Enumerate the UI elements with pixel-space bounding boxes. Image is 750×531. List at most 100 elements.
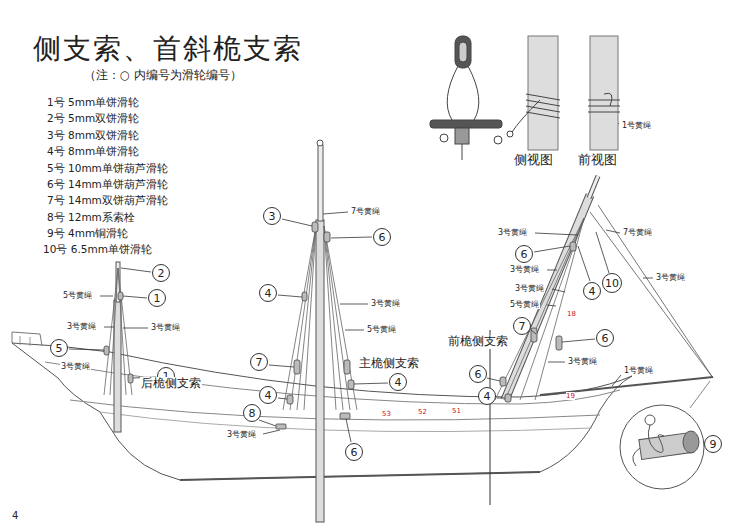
masts-part xyxy=(490,330,491,505)
block-detail-part xyxy=(440,134,448,142)
leader-lines-part xyxy=(606,230,620,233)
rope-label: 3号黄绳 xyxy=(66,322,97,331)
rope-label: 7号黄绳 xyxy=(350,207,381,216)
rope-label: 3号黄绳 xyxy=(60,362,91,371)
shrouds-part xyxy=(324,226,357,410)
leader-lines-part xyxy=(497,398,505,399)
mast-label: 前桅侧支索 xyxy=(447,335,509,349)
shrouds-part xyxy=(495,218,584,400)
part-number: 19 xyxy=(566,392,575,400)
view-caption: 侧视图 xyxy=(514,153,553,168)
hull-part xyxy=(45,362,620,404)
bowsprit-detail-part xyxy=(620,405,704,489)
leader-lines-part xyxy=(340,304,368,305)
hull-part xyxy=(180,472,540,480)
legend-item: 8号 12mm系索栓 xyxy=(47,211,135,223)
pole-views xyxy=(507,36,620,150)
blocks-part xyxy=(570,242,576,251)
callout-number: 6 xyxy=(521,249,528,260)
leader-lines-part xyxy=(531,330,536,334)
pulley-callout: 6 xyxy=(469,365,487,383)
rope-label: 3号黄绳 xyxy=(150,323,181,332)
pulley-callout: 6 xyxy=(373,228,391,246)
rope-label: 3号黄绳 xyxy=(226,430,257,439)
legend-item: 10号 6.5mm单饼滑轮 xyxy=(43,243,152,255)
blocks-part xyxy=(128,374,133,383)
legend-item: 5号 10mm单饼葫芦滑轮 xyxy=(47,162,168,174)
pulley-callout: 3 xyxy=(263,207,281,225)
pulley-callout: 5 xyxy=(50,339,68,357)
masts-part xyxy=(317,140,323,146)
blocks-part xyxy=(312,222,318,232)
rope-label: 5号黄绳 xyxy=(62,291,93,300)
pulley-callout: 6 xyxy=(596,329,614,347)
legend-item: 4号 8mm单饼滑轮 xyxy=(47,145,139,157)
pulley-callout: 4 xyxy=(583,282,601,300)
callout-number: 4 xyxy=(265,390,272,401)
pulley-callout: 8 xyxy=(243,404,261,422)
pulley-callout: 4 xyxy=(259,284,277,302)
pulley-callout: 10 xyxy=(602,273,622,293)
leader-lines-part xyxy=(346,419,351,442)
leader-lines-part xyxy=(578,246,590,281)
rope-label: 3号黄绳 xyxy=(567,357,598,366)
pole-views-part xyxy=(588,100,620,112)
callout-number: 4 xyxy=(484,391,491,402)
block-detail-part xyxy=(494,136,502,144)
legend-item: 2号 5mm双饼滑轮 xyxy=(47,112,139,124)
callout-number: 3 xyxy=(269,211,276,222)
callout-number: 10 xyxy=(605,278,619,289)
rope-label: 3号黄绳 xyxy=(370,299,401,308)
blocks-part xyxy=(348,380,354,389)
leader-lines-part xyxy=(354,383,388,384)
shrouds-part xyxy=(283,226,316,410)
masts-part xyxy=(589,176,598,198)
callout-number: 7 xyxy=(256,357,263,368)
blocks-part xyxy=(531,328,537,342)
hull-part xyxy=(100,412,592,432)
masts-part xyxy=(316,220,324,522)
leader-lines-part xyxy=(548,362,565,363)
pole-views-part xyxy=(507,131,513,137)
bowsprit-detail-part xyxy=(633,448,640,466)
rope-label: 3号黄绳 xyxy=(509,265,540,274)
blocks-part xyxy=(344,360,350,374)
blocks-part xyxy=(294,360,300,374)
bowsprit-detail xyxy=(620,381,710,489)
leader-lines-part xyxy=(331,237,372,238)
leader-lines-part xyxy=(123,296,147,298)
rope-label: 1号黄绳 xyxy=(621,121,652,130)
callout-number: 4 xyxy=(589,286,596,297)
rope-label: 5号黄绳 xyxy=(509,300,540,309)
callout-number: 4 xyxy=(395,377,402,388)
blocks-part xyxy=(302,292,307,301)
masts xyxy=(114,140,713,522)
leader-lines-part xyxy=(123,328,148,329)
callout-number: 8 xyxy=(249,408,256,419)
shrouds-part xyxy=(104,268,132,395)
leader-lines-part xyxy=(547,305,556,306)
leader-lines-part xyxy=(104,327,114,328)
pole-views-part xyxy=(526,94,560,118)
leader-lines-part xyxy=(69,349,104,350)
rope-label: 7号黄绳 xyxy=(622,228,653,237)
blocks-part xyxy=(104,346,109,355)
page-number: 4 xyxy=(12,510,18,522)
rope-label: 3号黄绳 xyxy=(655,273,686,282)
rope-label: 1号黄绳 xyxy=(623,366,654,375)
pulley-callout: 6 xyxy=(515,245,533,263)
leader-lines-part xyxy=(552,289,565,292)
callout-number: 6 xyxy=(351,447,358,458)
callout-number: 6 xyxy=(475,369,482,380)
legend-item: 9号 4mm铜滑轮 xyxy=(47,227,128,239)
callout-number: 6 xyxy=(602,333,609,344)
mast-label: 后桅侧支索 xyxy=(140,377,202,391)
leader-lines-part xyxy=(100,296,113,297)
leader-lines-part xyxy=(259,420,276,426)
hull-part xyxy=(12,332,42,346)
callout-number: 1 xyxy=(154,293,161,304)
blocks-part xyxy=(505,394,511,402)
leader-lines-part xyxy=(278,398,287,399)
masts-part xyxy=(589,176,598,198)
